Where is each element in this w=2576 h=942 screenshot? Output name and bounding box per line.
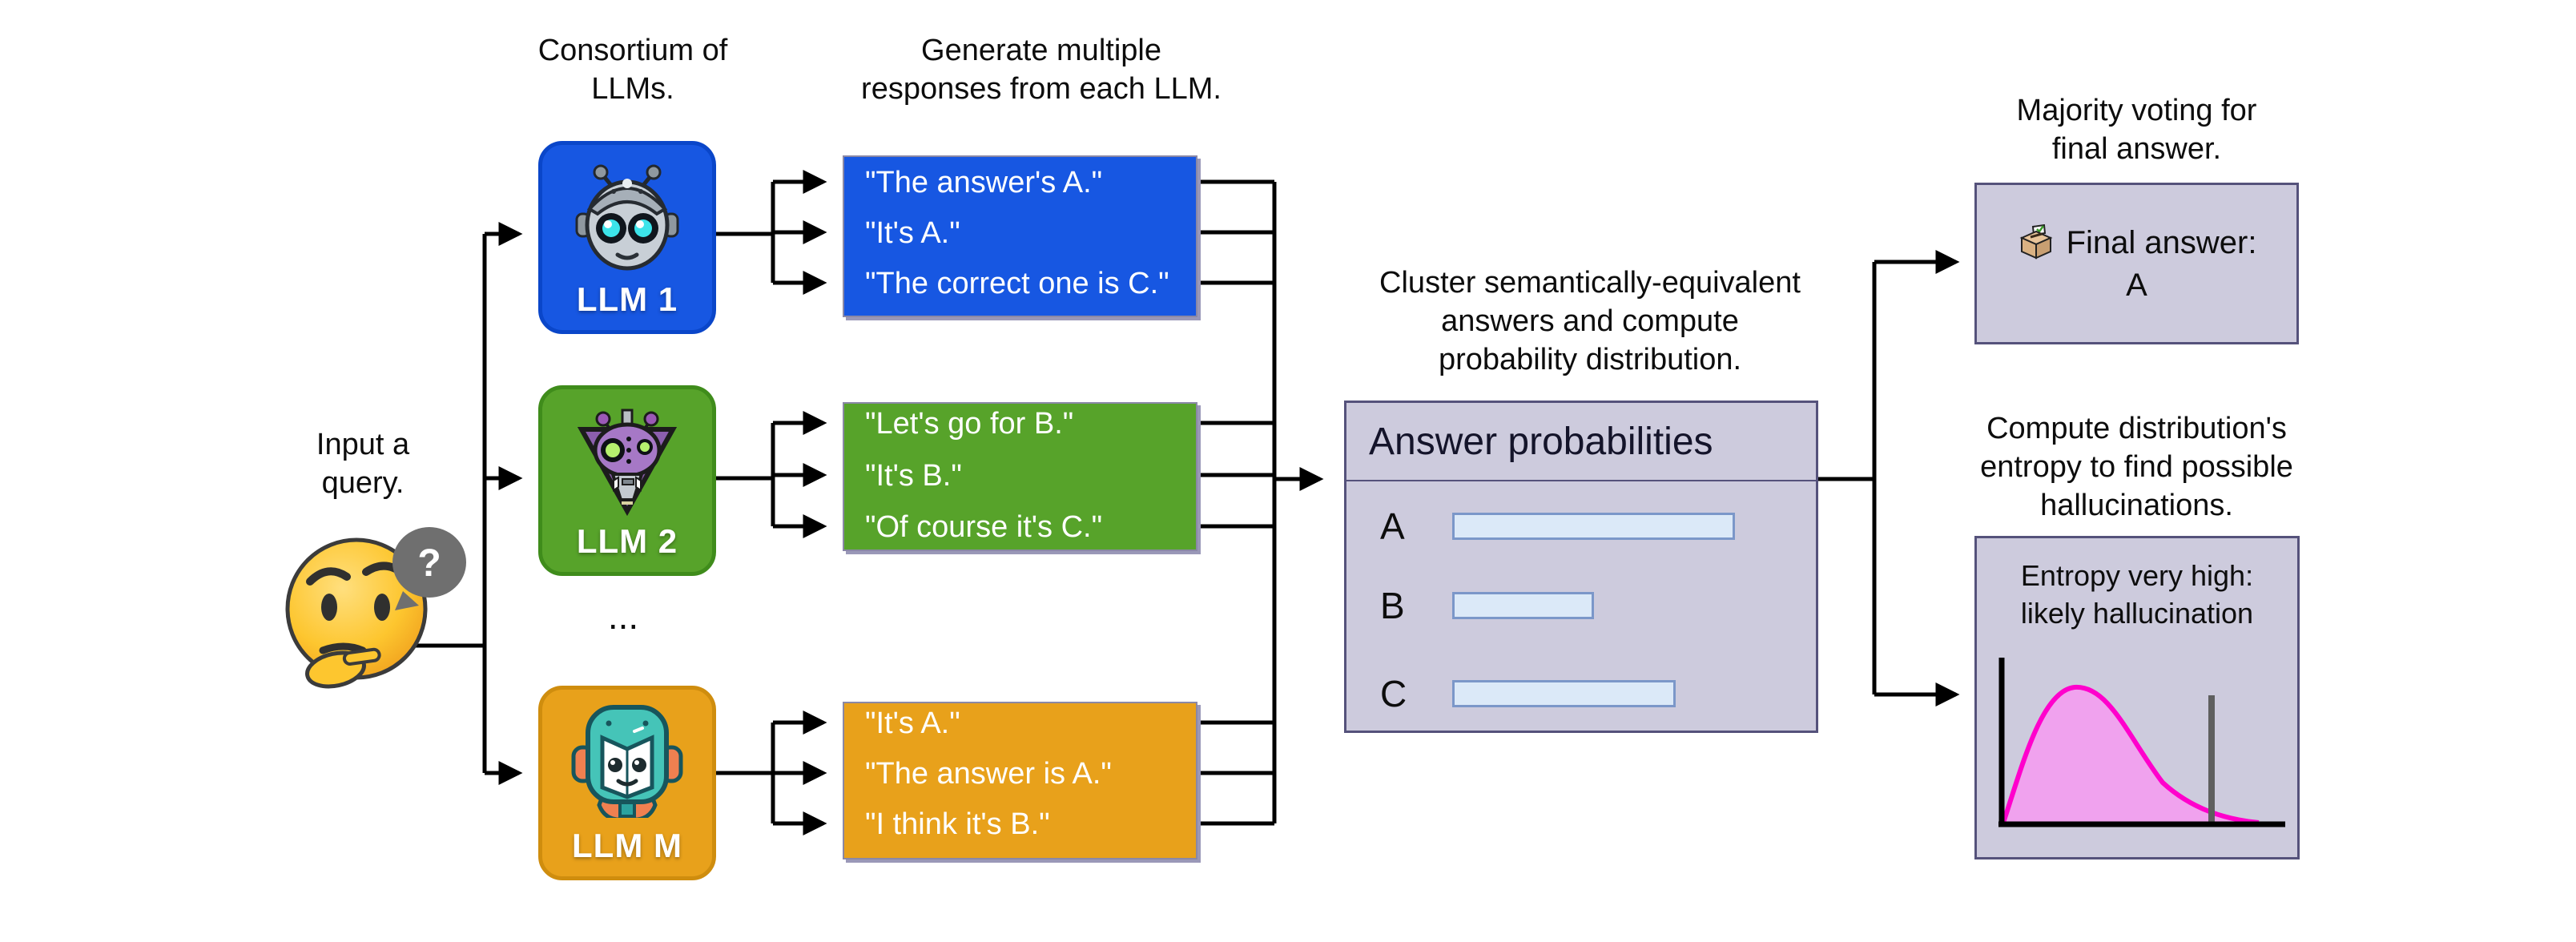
robot-classic-icon [575, 164, 679, 271]
llm-m-responses-box: "It's A." "The answer is A." "I think it… [843, 702, 1197, 859]
chart-axes [1998, 658, 2285, 827]
more-llms-ellipsis: ... [607, 595, 639, 637]
answer-probability-bar-c [1452, 680, 1676, 707]
response-line: "It's A." [865, 706, 960, 740]
entropy-distribution-chart [1998, 658, 2285, 827]
final-answer-panel: Final answer: A [1974, 183, 2299, 344]
consortium-header: Consortium of LLMs. [537, 34, 728, 106]
answer-probability-bar-a [1452, 513, 1735, 540]
response-line: "The answer is A." [865, 757, 1112, 791]
cluster-caption: Cluster semantically-equivalent answers … [1379, 266, 1801, 376]
answer-probabilities-panel: Answer probabilities A B C [1344, 401, 1818, 733]
response-line: "Let's go for B." [865, 407, 1074, 441]
majority-caption: Majority voting for final answer. [2016, 94, 2257, 166]
llm-2-responses-box: "Let's go for B." "It's B." "Of course i… [843, 402, 1197, 551]
question-mark-label: ? [417, 542, 441, 585]
entropy-panel-text: Entropy very high: likely hallucination [2020, 559, 2254, 630]
llm-1-card: LLM 1 [538, 141, 716, 334]
response-line: "I think it's B." [865, 807, 1050, 841]
llm-1-label: LLM 1 [576, 280, 678, 318]
answer-row-label: A [1380, 505, 1405, 547]
answer-probabilities-title: Answer probabilities [1346, 403, 1816, 481]
ballot-box-icon [2019, 223, 2053, 260]
final-answer-value: A [2126, 267, 2147, 303]
llm-m-label: LLM M [572, 827, 682, 864]
llm-m-card: LLM M [538, 686, 716, 880]
thinking-hand [305, 647, 381, 689]
answer-probability-bar-b [1452, 592, 1594, 619]
answer-row-label: C [1380, 673, 1407, 715]
response-line: "It's A." [865, 216, 960, 250]
llm-1-responses-box: "The answer's A." "It's A." "The correct… [843, 155, 1197, 317]
robot-alien-icon [577, 409, 678, 517]
generate-header: Generate multiple responses from each LL… [861, 34, 1222, 106]
response-line: "The correct one is C." [865, 267, 1169, 300]
final-answer-text: Final answer: [2066, 225, 2257, 260]
question-bubble-icon: ? [392, 527, 466, 610]
response-line: "The answer's A." [865, 166, 1103, 199]
input-query-label: Input a query. [316, 428, 410, 500]
entropy-panel: Entropy very high: likely hallucination [1974, 536, 2300, 859]
response-line: "It's B." [865, 459, 962, 493]
answer-row-label: B [1380, 585, 1405, 626]
llm-2-label: LLM 2 [576, 522, 678, 560]
thinking-face-icon: ? [285, 527, 466, 689]
entropy-caption: Compute distribution's entropy to find p… [1980, 412, 2293, 522]
llm-2-card: LLM 2 [538, 385, 716, 576]
response-line: "Of course it's C." [865, 510, 1103, 544]
robot-teal-icon [571, 705, 683, 818]
